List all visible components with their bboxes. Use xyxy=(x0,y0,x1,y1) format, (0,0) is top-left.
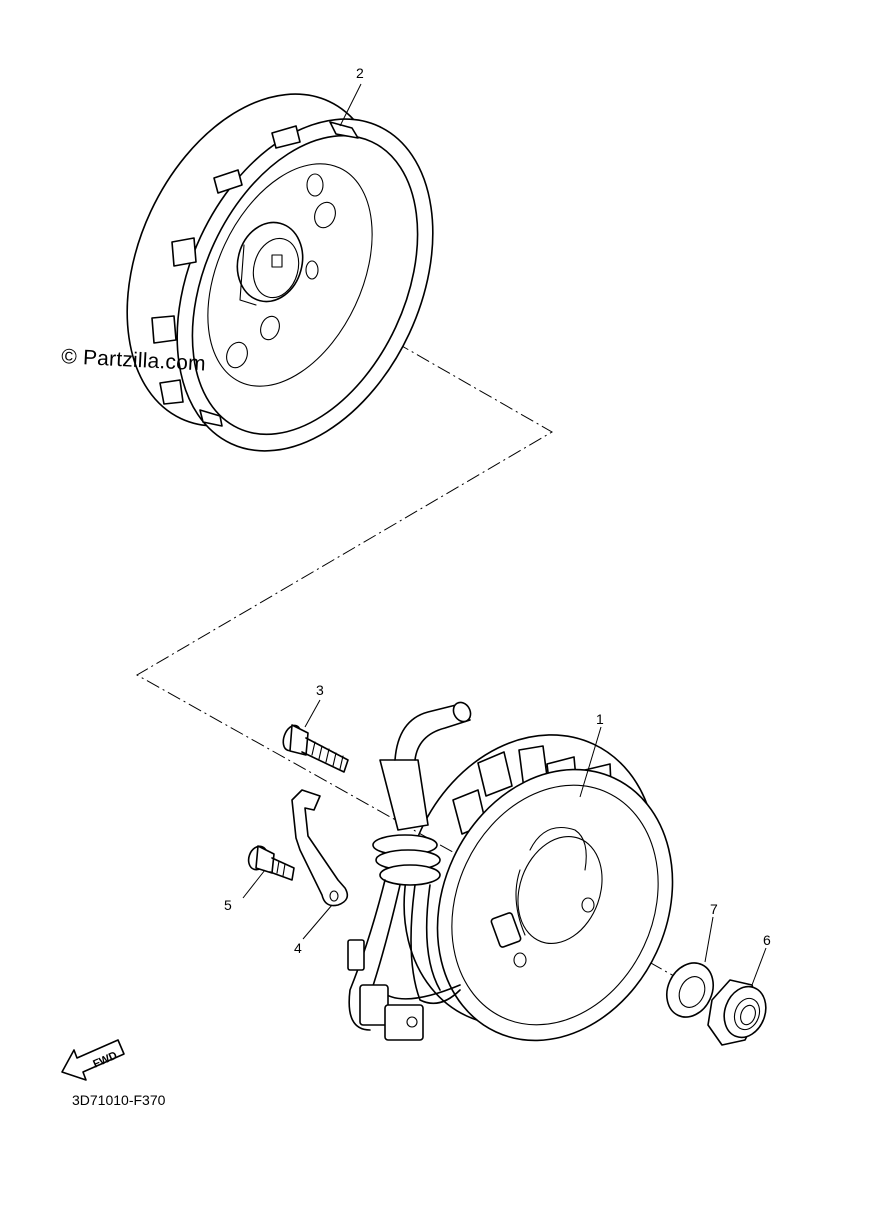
callout-4[interactable]: 4 xyxy=(294,940,302,956)
callout-7[interactable]: 7 xyxy=(710,901,718,917)
callout-5[interactable]: 5 xyxy=(224,897,232,913)
callout-2[interactable]: 2 xyxy=(356,65,364,81)
callout-6[interactable]: 6 xyxy=(763,932,771,948)
leader-lines xyxy=(242,83,767,986)
alignment-axis-lines xyxy=(135,282,691,986)
bolt[interactable] xyxy=(280,723,349,773)
nut[interactable] xyxy=(707,979,773,1046)
clamp[interactable] xyxy=(291,789,349,907)
callout-1[interactable]: 1 xyxy=(596,711,604,727)
diagram-code: 3D71010-F370 xyxy=(72,1092,166,1108)
fwd-arrow-icon: FWD xyxy=(61,1039,125,1081)
washer[interactable] xyxy=(658,955,722,1024)
callout-3[interactable]: 3 xyxy=(316,682,324,698)
rotor-assembly[interactable] xyxy=(77,53,483,492)
stator-assembly[interactable] xyxy=(347,693,716,1079)
screw[interactable] xyxy=(245,844,295,881)
